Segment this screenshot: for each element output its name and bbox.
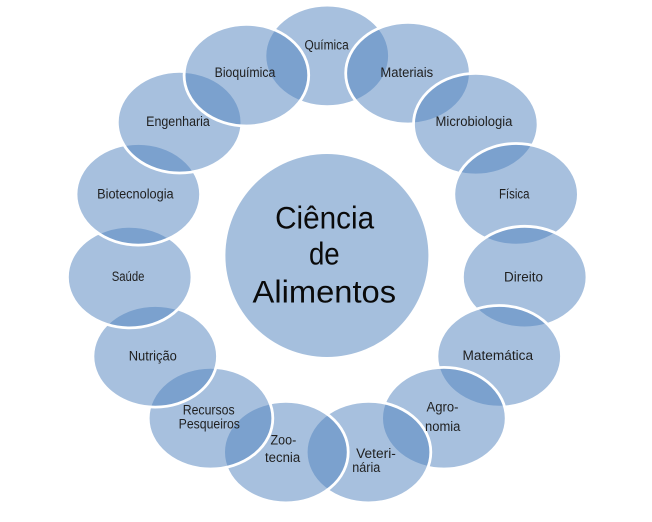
svg-text:nomia: nomia [425, 419, 461, 434]
svg-text:Física: Física [499, 186, 530, 201]
svg-text:Ciência: Ciência [275, 200, 375, 235]
svg-text:Agro-: Agro- [427, 400, 459, 415]
svg-text:Matemática: Matemática [463, 348, 534, 363]
svg-text:Pesqueiros: Pesqueiros [179, 416, 241, 431]
svg-text:tecnia: tecnia [265, 450, 301, 465]
svg-text:Alimentos: Alimentos [253, 275, 397, 310]
svg-text:Bioquímica: Bioquímica [215, 65, 276, 80]
svg-text:Engenharia: Engenharia [146, 114, 210, 129]
svg-text:Biotecnologia: Biotecnologia [97, 187, 174, 202]
svg-text:Direito: Direito [504, 270, 543, 285]
svg-text:de: de [309, 237, 340, 272]
svg-text:Química: Química [304, 38, 349, 53]
svg-text:Nutrição: Nutrição [129, 348, 177, 363]
svg-text:Veteri-: Veteri- [356, 446, 396, 461]
svg-text:Microbiologia: Microbiologia [436, 114, 513, 129]
svg-text:Recursos: Recursos [183, 402, 235, 417]
svg-text:Zoo-: Zoo- [271, 432, 297, 447]
svg-text:nária: nária [352, 460, 380, 475]
svg-text:Materiais: Materiais [380, 65, 433, 80]
svg-text:Saúde: Saúde [112, 269, 145, 284]
